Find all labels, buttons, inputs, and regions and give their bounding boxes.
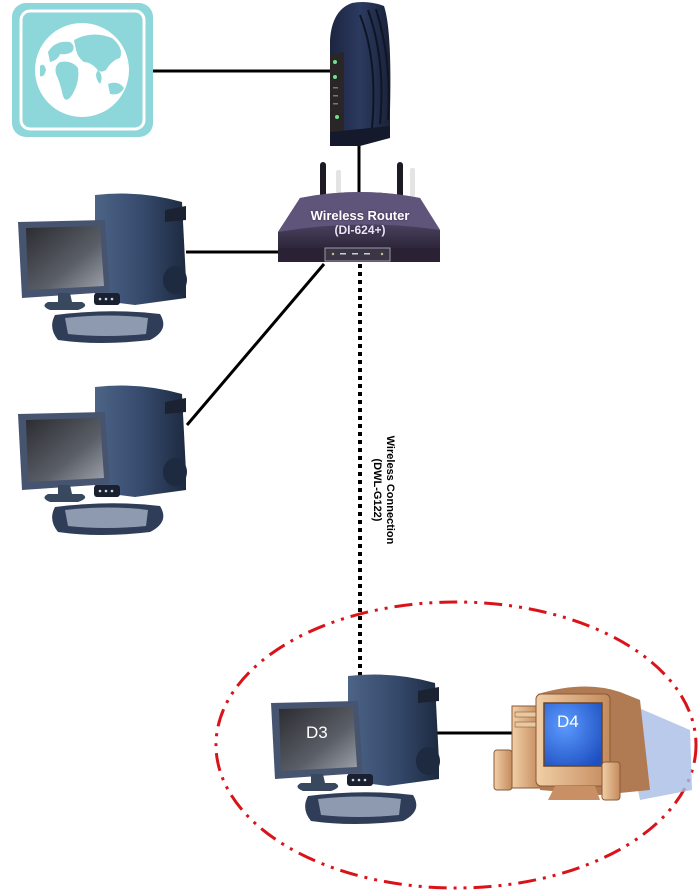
- wireless-connection-name: Wireless Connection: [384, 435, 396, 545]
- router-node[interactable]: [278, 162, 440, 262]
- desktop-pc-icon: [18, 385, 187, 535]
- pc1-node[interactable]: [18, 193, 187, 343]
- wireless-group-outline: [214, 600, 698, 890]
- router-model: (DI-624+): [334, 223, 386, 237]
- wireless-connection-label: Wireless Connection (DWL-G122): [370, 436, 396, 545]
- cable-modem-icon: [330, 2, 391, 146]
- wireless-router-icon: [278, 162, 440, 262]
- wireless-adapter-model: (DWL-G122): [371, 458, 383, 522]
- d4-label: D4: [557, 712, 579, 731]
- internet-node[interactable]: [12, 3, 153, 137]
- d3-label: D3: [306, 723, 328, 742]
- desktop-pc-icon: [271, 674, 440, 824]
- router-name: Wireless Router: [310, 208, 410, 223]
- link-router-pc2: [185, 263, 326, 426]
- globe-icon: [35, 23, 129, 117]
- d4-node[interactable]: [493, 686, 692, 801]
- crt-computer-icon: [493, 686, 692, 801]
- d3-node[interactable]: [271, 674, 440, 824]
- modem-node[interactable]: [330, 2, 391, 146]
- pc2-node[interactable]: [18, 385, 187, 535]
- router-label: Wireless Router (DI-624+): [300, 208, 420, 238]
- links: [153, 69, 512, 735]
- desktop-pc-icon: [18, 193, 187, 343]
